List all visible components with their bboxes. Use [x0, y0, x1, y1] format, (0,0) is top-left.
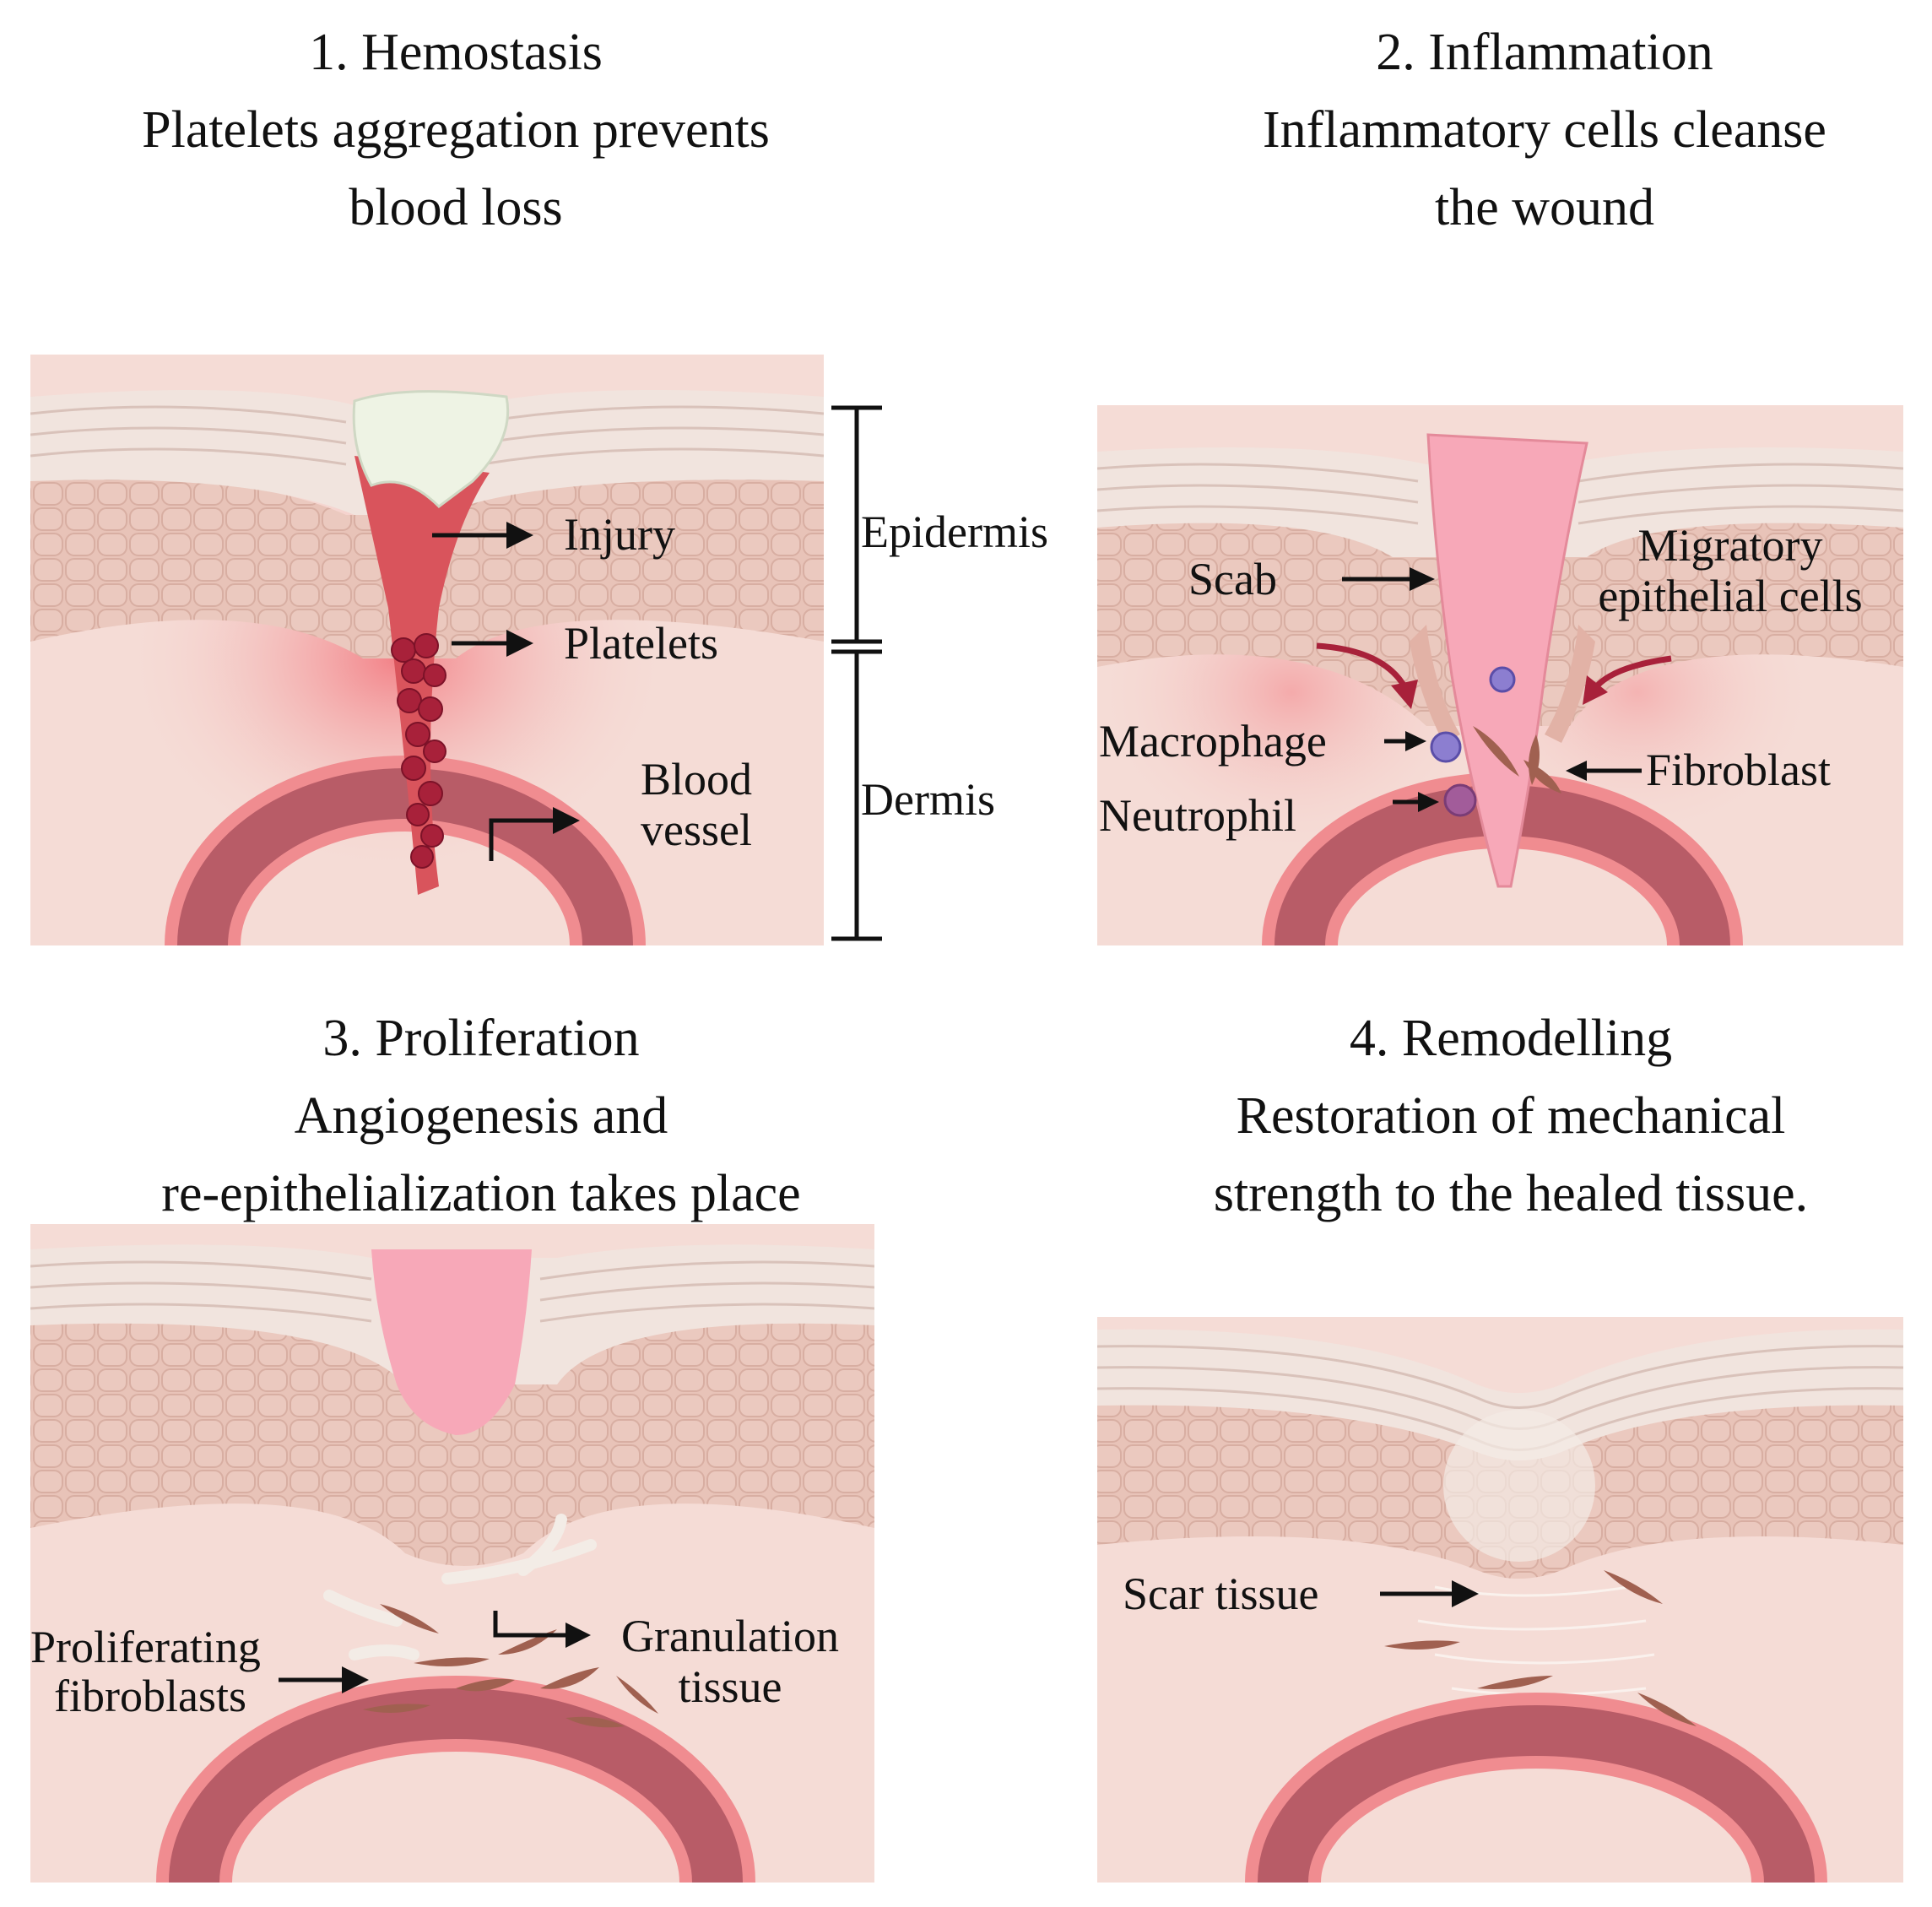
fibroblast-label: Fibroblast	[1646, 745, 1832, 795]
neutrophil-label: Neutrophil	[1099, 790, 1296, 841]
scab-label: Scab	[1188, 554, 1277, 604]
clot-plug	[352, 390, 510, 508]
blood-label-line1: Blood	[640, 754, 753, 805]
panel1-skin	[30, 355, 824, 945]
panel2-arrows	[1316, 567, 1672, 812]
dermis-label: Dermis	[861, 774, 995, 825]
panel4-subtitle-line2: strength to the healed tissue.	[1213, 1165, 1809, 1222]
panel4-subtitle-line1: Restoration of mechanical	[1236, 1087, 1786, 1145]
panel1-heading: 1. Hemostasis	[309, 24, 603, 81]
migratory-line1: Migratory	[1637, 520, 1823, 571]
blood-vessel-wall	[1258, 1705, 1815, 1883]
panel4-skin	[1097, 1317, 1903, 1883]
panel3-skin	[30, 1224, 874, 1883]
panel3-heading: 3. Proliferation	[322, 1010, 640, 1067]
granulation-line2: tissue	[678, 1661, 782, 1712]
platelet-cluster	[391, 633, 446, 869]
panel4-heading: 4. Remodelling	[1349, 1010, 1673, 1067]
scar-tissue-label: Scar tissue	[1123, 1568, 1319, 1619]
neutrophil-cell	[1443, 783, 1477, 817]
scar-fibroblasts	[1384, 1570, 1697, 1726]
stratum-lines	[30, 405, 824, 466]
macrophage-cells	[1430, 666, 1516, 763]
new-capillaries	[323, 1514, 597, 1660]
macrophage-label: Macrophage	[1099, 716, 1327, 767]
panel4-arrows	[1380, 1580, 1479, 1607]
migratory-line2: epithelial cells	[1598, 571, 1863, 621]
panel4-title: 4. Remodelling Restoration of mechanical…	[1047, 1000, 1932, 1233]
granulation-arrow	[493, 1611, 566, 1638]
injury-label: Injury	[564, 509, 675, 560]
panel3-title: 3. Proliferation Angiogenesis and re-epi…	[34, 1000, 928, 1233]
panel3-subtitle-line2: re-epithelialization takes place	[161, 1165, 801, 1222]
blood-label-line2: vessel	[641, 805, 752, 855]
panel2-skin	[1097, 405, 1903, 945]
migratory-epithelial-label: Migratory epithelial cells	[1561, 520, 1899, 621]
panel1-subtitle-line2: blood loss	[349, 179, 563, 236]
panel3-subtitle-line1: Angiogenesis and	[294, 1087, 668, 1145]
layer-scale-bar	[831, 405, 882, 941]
blood-vessel-wall	[169, 1688, 743, 1883]
granulation-line1: Granulation	[621, 1611, 839, 1661]
panel2-heading: 2. Inflammation	[1376, 24, 1713, 81]
remodelled-epidermis	[1443, 1410, 1595, 1562]
panel2-title: 2. Inflammation Inflammatory cells clean…	[1097, 14, 1932, 247]
migration-arrows	[1316, 642, 1672, 709]
epidermis-layer	[30, 1316, 874, 1566]
panel2-subtitle-line2: the wound	[1434, 179, 1655, 236]
panel1-title: 1. Hemostasis Platelets aggregation prev…	[17, 14, 895, 247]
panel2-subtitle-line1: Inflammatory cells cleanse	[1263, 101, 1826, 159]
healing-wound	[371, 1249, 532, 1435]
epidermis-label: Epidermis	[861, 507, 1048, 557]
stratum-corneum	[1097, 1329, 1903, 1460]
scab-wound	[1426, 433, 1588, 888]
blood-vessel-arrow	[489, 818, 553, 861]
panel3-arrows	[279, 1611, 591, 1693]
granulation-tissue-label: Granulation tissue	[591, 1611, 869, 1712]
fibroblast-cells	[1473, 726, 1561, 794]
proliferating-line1: Proliferating	[30, 1622, 261, 1672]
blood-vessel-wall	[177, 768, 633, 945]
migratory-epithelium-left	[1410, 625, 1460, 743]
platelets-label: Platelets	[564, 618, 718, 669]
proliferating-fibroblasts-label: Proliferating fibroblasts	[30, 1623, 261, 1720]
blood-vessel-label: Blood vessel	[608, 754, 785, 855]
panel1-arrows	[432, 522, 580, 861]
migratory-epithelium-right	[1545, 625, 1595, 743]
panel1-subtitle-line1: Platelets aggregation prevents	[142, 101, 770, 159]
proliferating-line2: fibroblasts	[54, 1671, 246, 1721]
